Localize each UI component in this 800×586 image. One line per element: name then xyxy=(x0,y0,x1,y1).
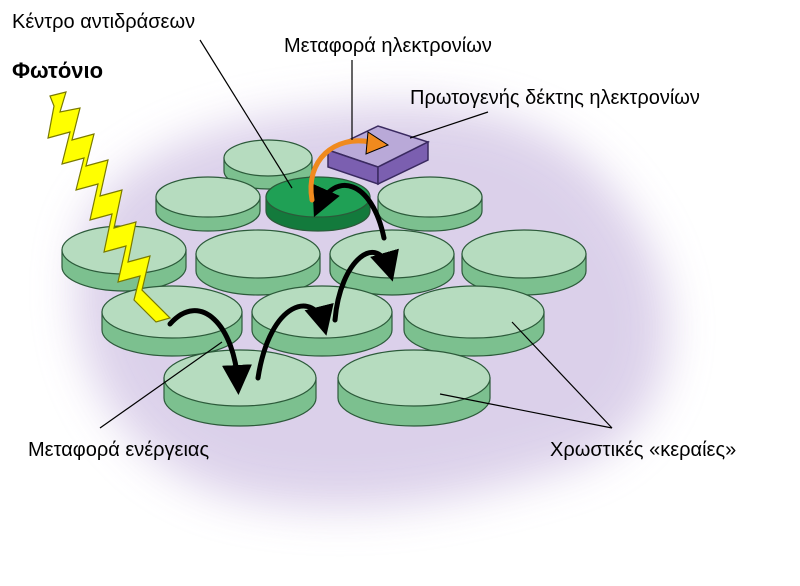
labels: Κέντρο αντιδράσεων Φωτόνιο Μεταφορά ηλεκ… xyxy=(12,11,736,461)
label-reaction-center: Κέντρο αντιδράσεων xyxy=(12,11,195,33)
energy-arrow-1 xyxy=(167,308,252,395)
pigment-disc xyxy=(155,176,261,232)
energy-transfer-arrows xyxy=(167,183,399,395)
energy-arrow-3 xyxy=(332,248,399,323)
pigment-disc xyxy=(329,229,455,296)
pigment-disc xyxy=(461,229,587,296)
label-pigment-antennae: Χρωστικές «κεραίες» xyxy=(550,439,736,461)
photon-ray xyxy=(47,91,172,323)
pigment-disc xyxy=(101,285,243,357)
leader-antennae-1 xyxy=(511,321,613,429)
pigment-disc xyxy=(337,349,491,427)
leader-lines xyxy=(99,39,613,429)
pigment-disc xyxy=(403,285,545,357)
electron-transfer-arrow xyxy=(308,131,390,203)
label-electron-transfer: Μεταφορά ηλεκτρονίων xyxy=(284,35,492,57)
leader-reaction-center xyxy=(199,39,293,189)
label-energy-transfer: Μεταφορά ενέργειας xyxy=(28,439,209,461)
energy-arrow-4 xyxy=(312,183,387,241)
leader-antennae-2 xyxy=(439,393,613,429)
label-primary-acceptor: Πρωτογενής δέκτης ηλεκτρονίων xyxy=(410,87,700,109)
pigment-disc xyxy=(377,176,483,232)
leader-primary-acceptor xyxy=(409,111,489,139)
label-photon: Φωτόνιο xyxy=(12,58,103,83)
pigment-disc xyxy=(195,229,321,296)
leader-energy-transfer xyxy=(99,341,223,429)
energy-arrow-2 xyxy=(255,302,334,381)
pigment-disc xyxy=(163,349,317,427)
